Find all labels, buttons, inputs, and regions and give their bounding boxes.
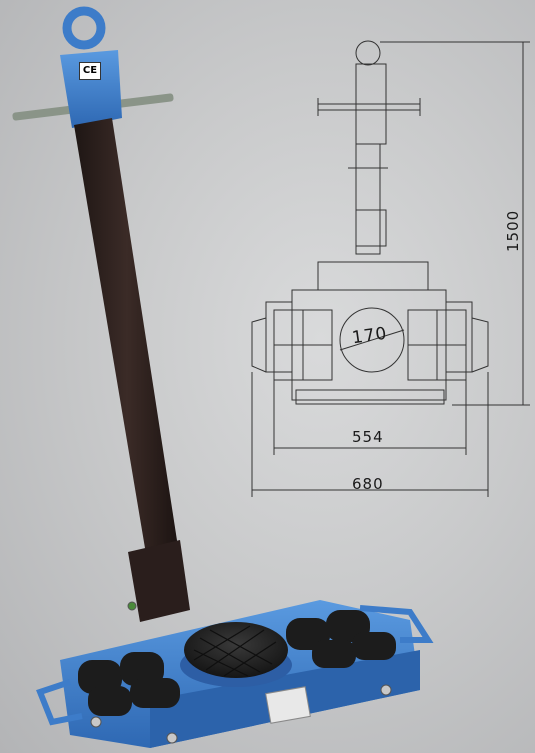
rollers-right <box>286 610 396 668</box>
rollers-left <box>78 652 180 716</box>
drawing-handle-shaft <box>355 143 381 255</box>
outer-width-dimension: 680 <box>352 475 384 493</box>
side-handle-left <box>36 679 83 726</box>
drawing-ring <box>355 40 381 66</box>
ce-mark-label: CE <box>79 62 101 80</box>
lifting-ring <box>62 6 106 50</box>
handle-head <box>60 50 122 128</box>
id-plate <box>265 686 311 724</box>
inner-width-dimension: 554 <box>352 428 384 446</box>
height-dimension: 1500 <box>504 209 522 252</box>
handle-shaft <box>74 118 180 566</box>
drawing-turntable <box>339 307 405 373</box>
side-handle-right <box>359 605 434 643</box>
